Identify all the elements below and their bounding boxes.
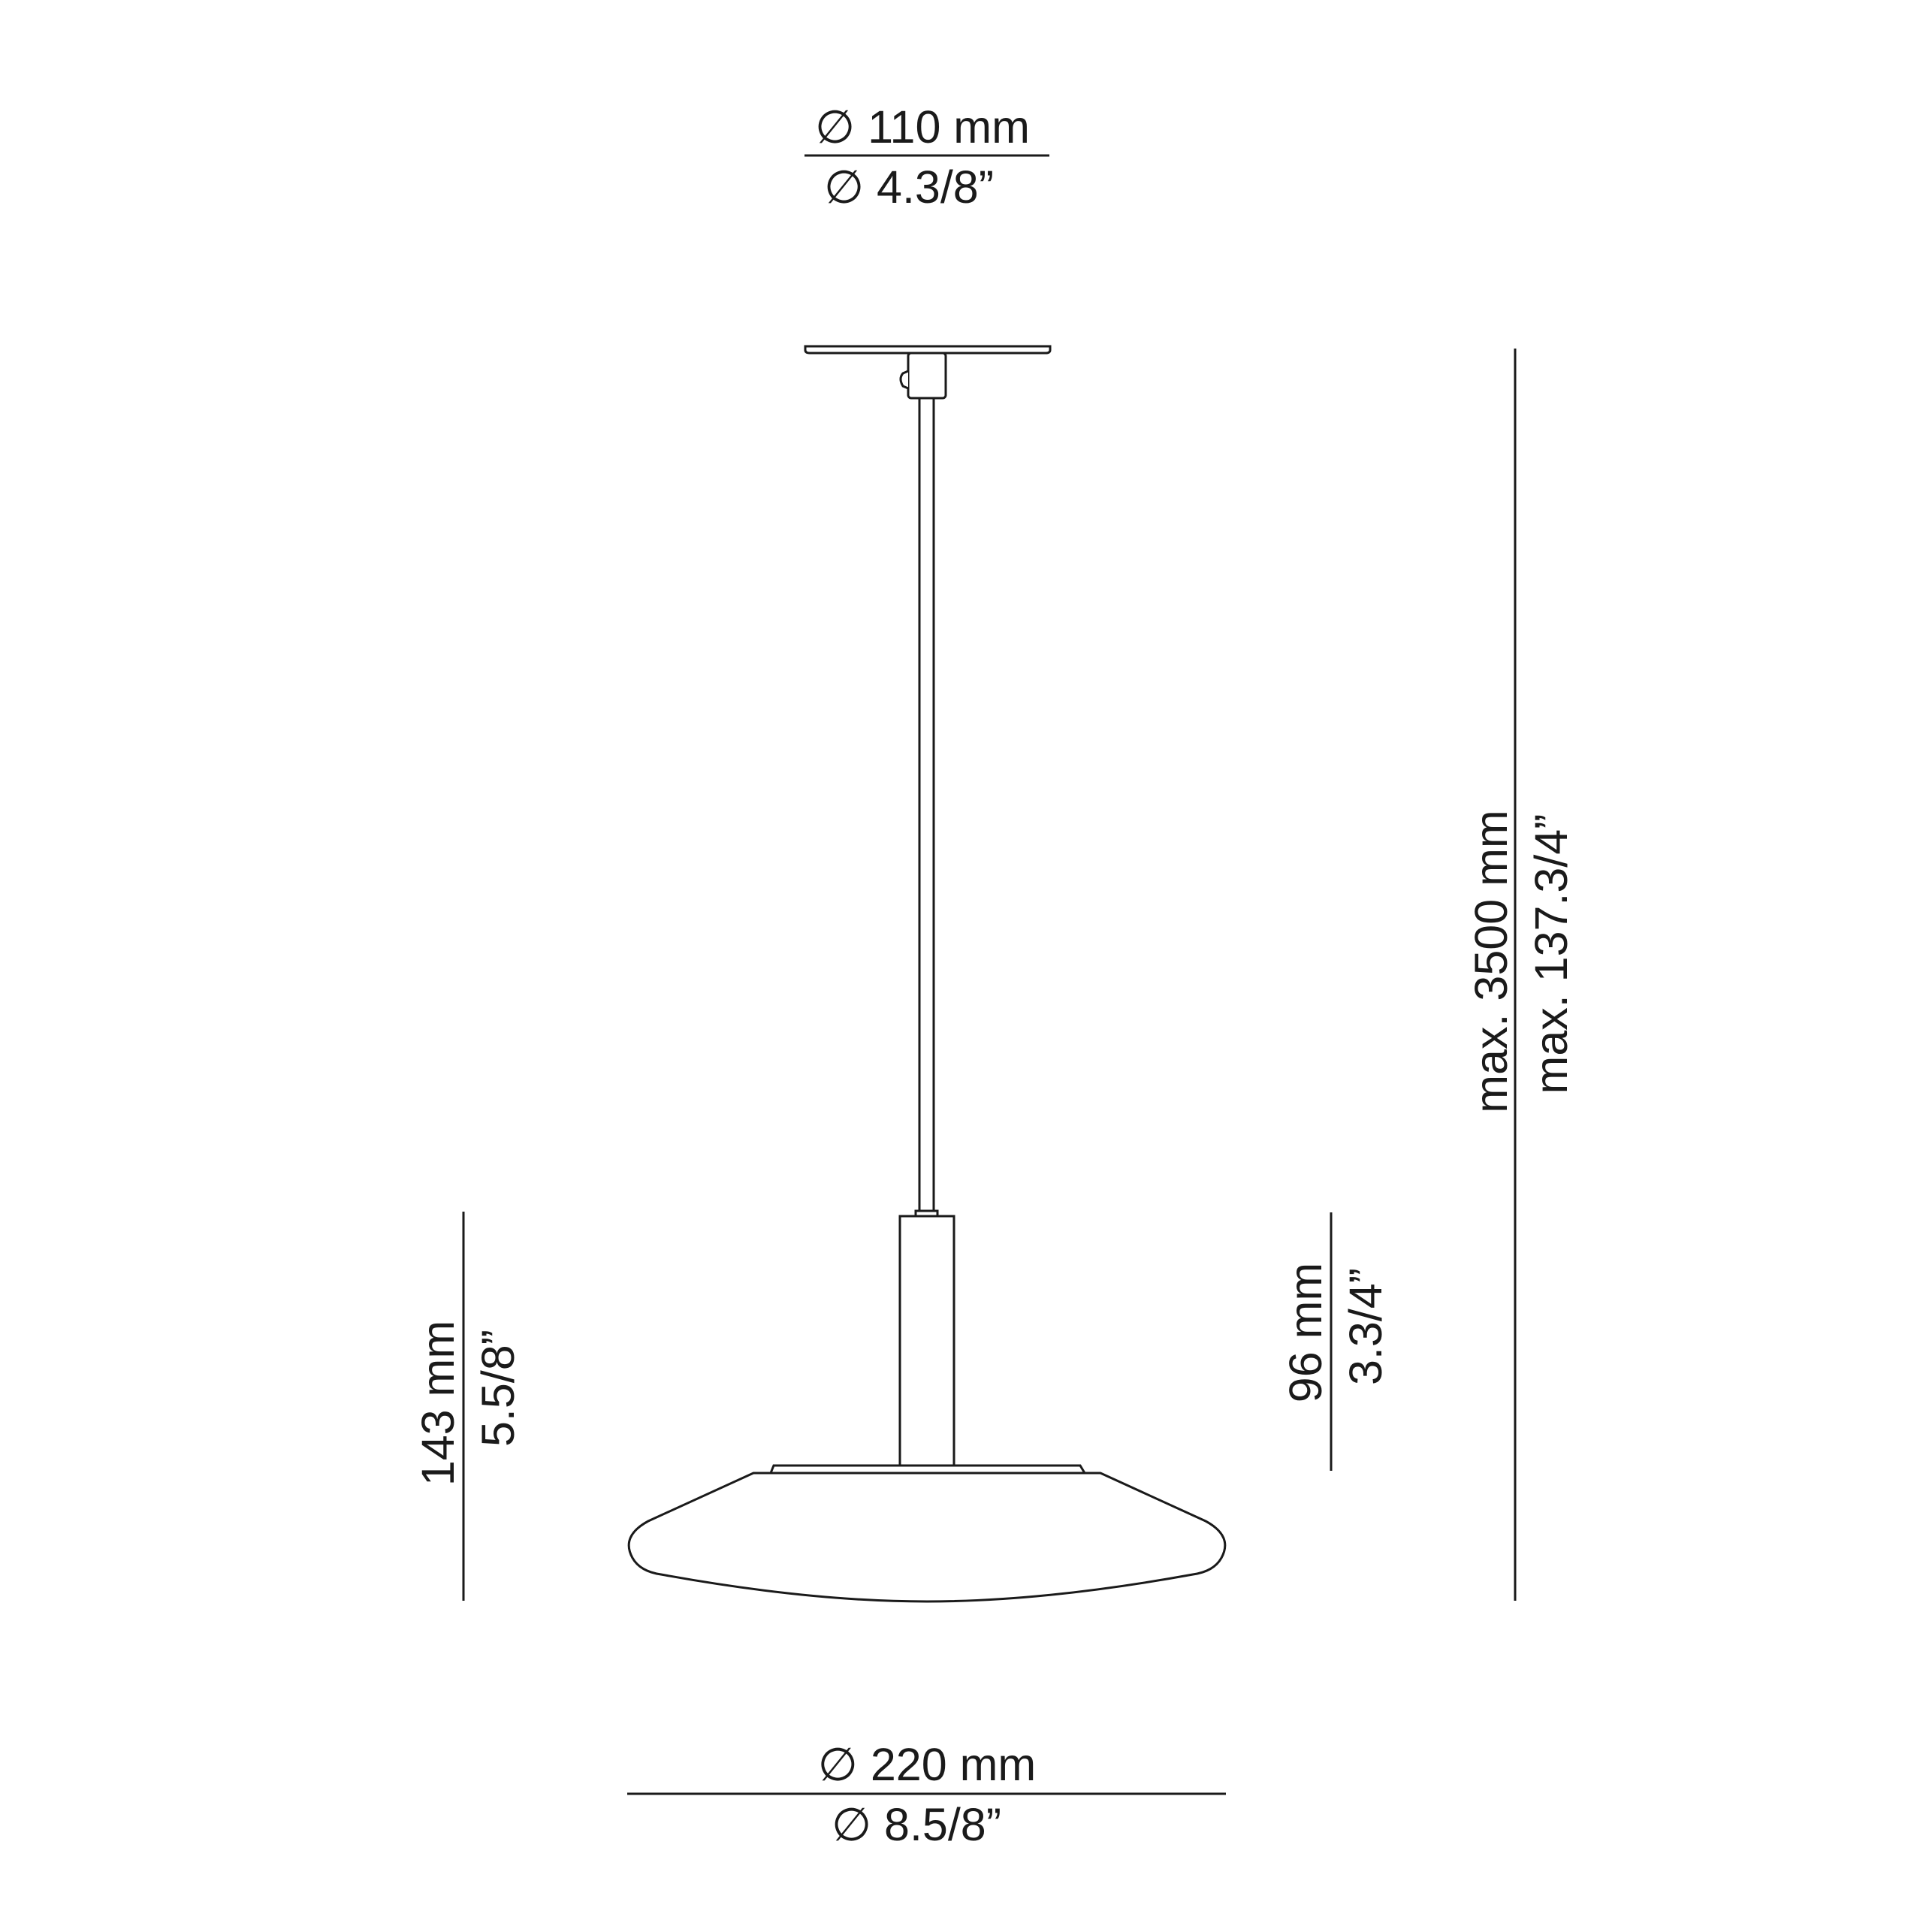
set-screw [899,370,909,390]
body-height-dimension: 143 mm 5.5/8” [412,1212,524,1601]
overall-height-imperial: max. 137.3/4” [1526,814,1577,1094]
holder-height-imperial: 3.3/4” [1340,1268,1391,1385]
shade-diameter-imperial: ∅ 8.5/8” [832,1799,1001,1850]
canopy-diameter-imperial: ∅ 4.3/8” [824,162,994,213]
ceiling-canopy [804,345,1052,355]
glass-shade [627,1472,1227,1603]
holder-height-dimension: 96 mm 3.3/4” [1280,1212,1391,1471]
canopy-connector [907,352,947,400]
suspension-rod [918,397,935,1217]
body-height-imperial: 5.5/8” [472,1330,524,1447]
shade-diameter-dimension: ∅ 220 mm ∅ 8.5/8” [627,1739,1226,1850]
canopy-diameter-dimension: ∅ 110 mm ∅ 4.3/8” [804,101,1049,213]
body-height-metric: 143 mm [412,1321,463,1486]
lamp-illustration [627,345,1227,1603]
overall-height-dimension: max. 3500 mm max. 137.3/4” [1466,349,1577,1601]
shade-diameter-metric: ∅ 220 mm [818,1739,1036,1790]
holder-height-metric: 96 mm [1280,1263,1331,1402]
overall-height-metric: max. 3500 mm [1466,810,1517,1112]
lamp-holder-tube [898,1215,955,1475]
canopy-diameter-metric: ∅ 110 mm [815,101,1030,152]
